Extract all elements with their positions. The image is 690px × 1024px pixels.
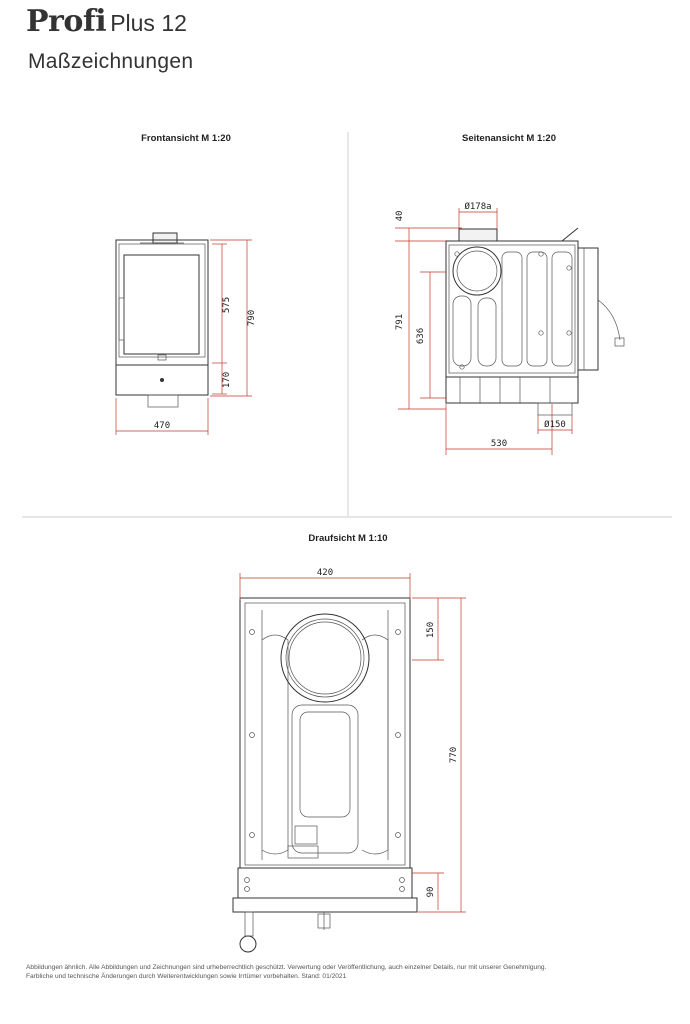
top-view-drawing <box>232 597 418 953</box>
front-base-height-dim: 170 <box>222 372 232 388</box>
side-flue-bottom-dim: Ø150 <box>544 419 566 430</box>
footer-line-1: Abbildungen ähnlich. Alle Abbildungen un… <box>26 964 547 971</box>
top-view-dimensions <box>239 573 466 913</box>
top-front-depth-dim: 150 <box>426 622 436 638</box>
top-rear-depth-dim: 90 <box>426 887 436 898</box>
top-view-label: Draufsicht M 1:10 <box>308 533 388 544</box>
side-flue-top-dim: Ø178a <box>464 201 491 212</box>
front-door-height-dim: 575 <box>222 297 232 313</box>
side-view-label: Seitenansicht M 1:20 <box>462 133 556 144</box>
model-name: Plus 12 <box>110 10 187 36</box>
footer-line-2: Farbliche und technische Änderungen durc… <box>26 973 347 980</box>
front-view-dimensions <box>115 239 252 435</box>
side-inner-height-dim: 636 <box>416 328 426 344</box>
side-view-drawing <box>445 227 625 416</box>
side-total-height-dim: 791 <box>395 314 405 330</box>
page-subtitle: Maßzeichnungen <box>28 50 194 73</box>
front-width-dim: 470 <box>154 421 170 431</box>
dimension-labels: 470 575 790 170 40 Ø178a 791 636 530 Ø15… <box>154 201 566 897</box>
side-top-dim: 40 <box>395 211 405 222</box>
top-width-dim: 420 <box>317 568 333 578</box>
side-view-dimensions <box>395 208 573 455</box>
brand-name: Profi <box>26 4 107 39</box>
top-total-depth-dim: 770 <box>449 747 459 763</box>
footer-disclaimer: Abbildungen ähnlich. Alle Abbildungen un… <box>26 963 676 981</box>
side-depth-dim: 530 <box>491 439 507 449</box>
front-view-label: Frontansicht M 1:20 <box>141 133 231 144</box>
front-view-drawing <box>115 232 209 408</box>
front-total-height-dim: 790 <box>247 310 257 326</box>
